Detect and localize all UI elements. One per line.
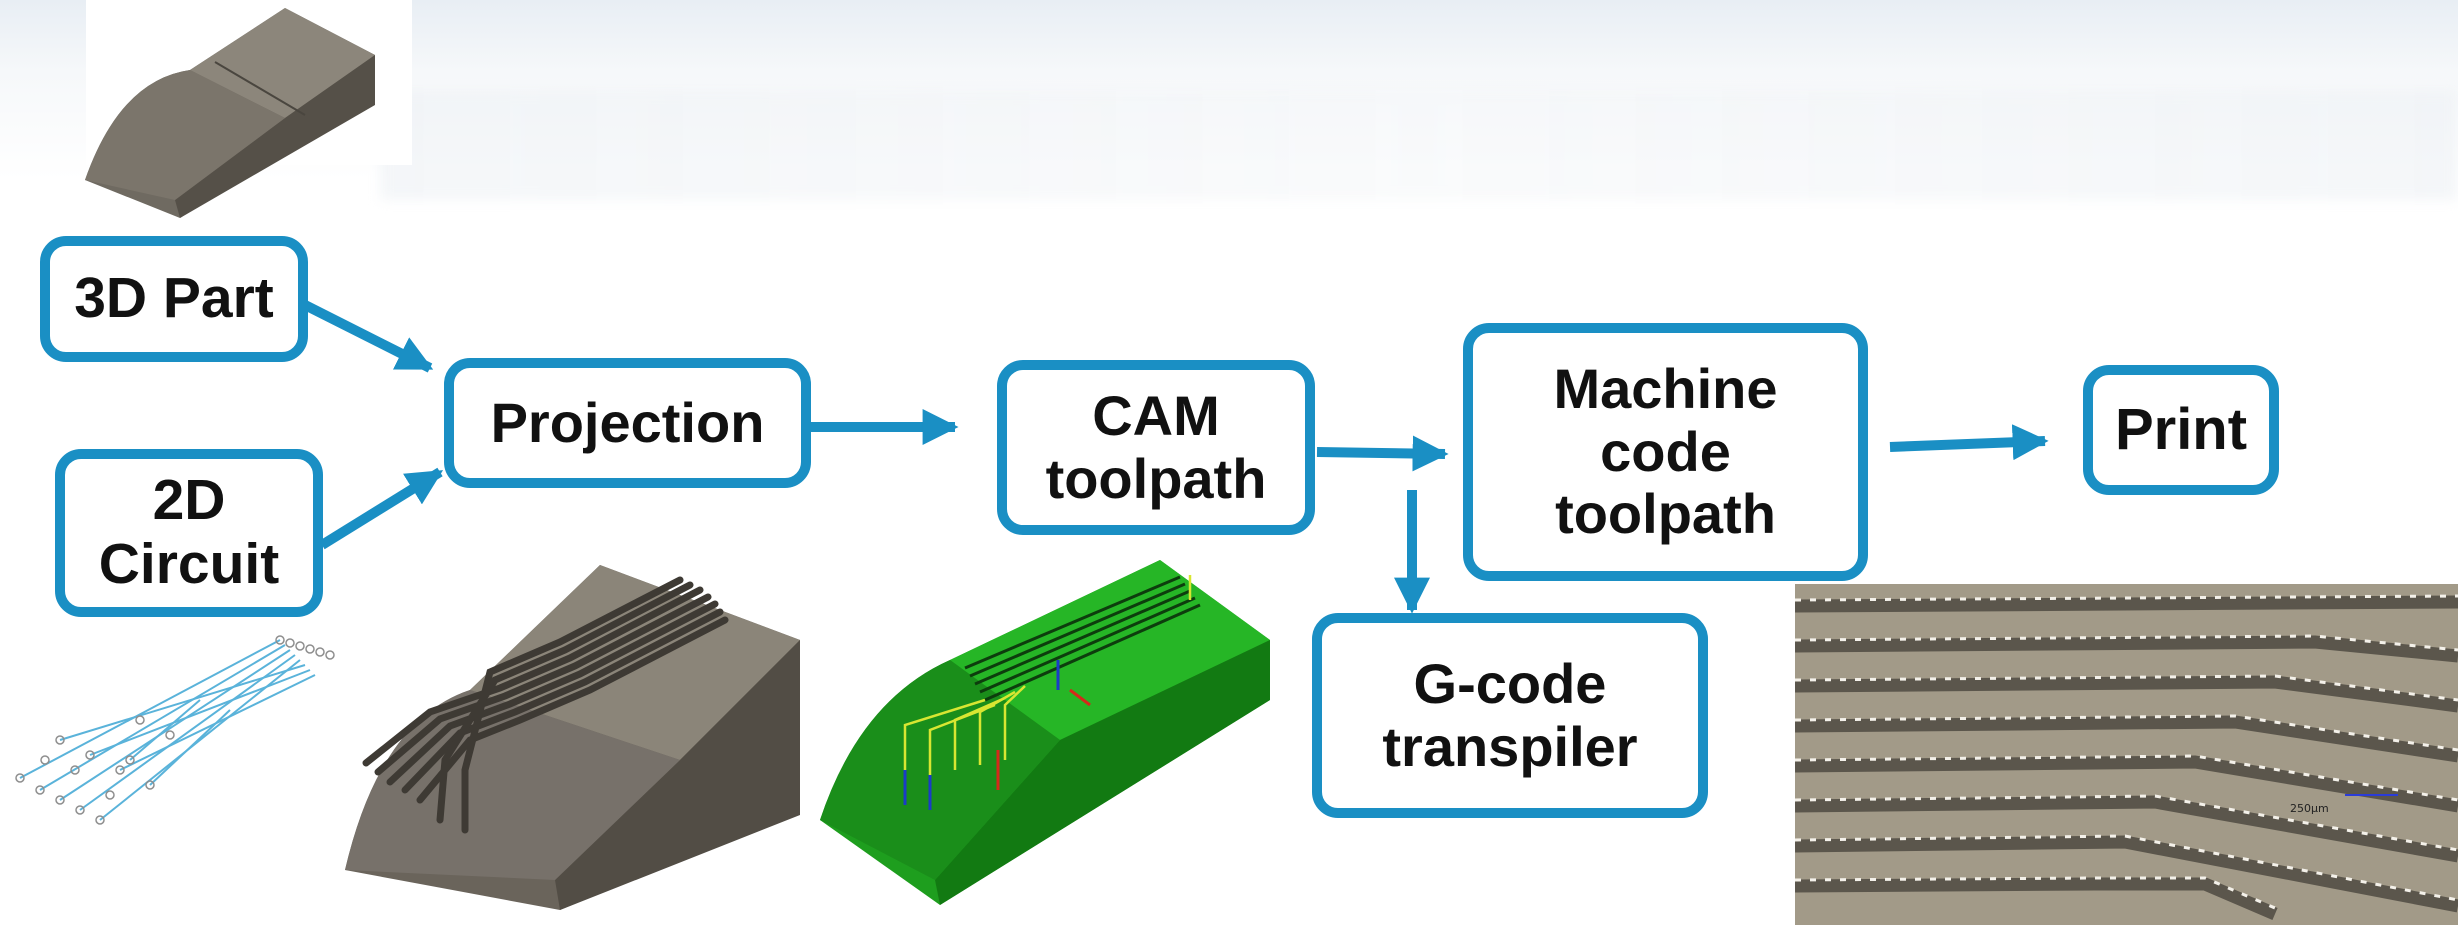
cam-axis-markers	[996, 688, 1091, 790]
part-top-face	[190, 8, 375, 118]
cam-toolpath-lines	[964, 575, 1201, 702]
cam-part-side	[935, 640, 1270, 905]
projected-part-curved	[345, 690, 680, 880]
micrograph-image	[1795, 584, 2458, 925]
cam-toolpath-illustration	[820, 560, 1270, 905]
cam-plunge-moves	[903, 660, 1060, 810]
node-projection: Projection	[444, 358, 811, 488]
arrow-part-to-projection	[302, 300, 434, 373]
printed-trace-micrograph: 250µm	[1795, 584, 2458, 925]
projected-part-illustration	[345, 565, 800, 910]
arrow-machine-to-print	[1889, 424, 2049, 461]
micrograph-scale-label: 250µm	[2290, 802, 2329, 815]
node-cam-toolpath: CAM toolpath	[997, 360, 1315, 535]
node-machine-code-toolpath: Machine code toolpath	[1463, 323, 1868, 581]
cam-part-curved	[820, 660, 1060, 880]
part-3d-illustration	[85, 0, 412, 218]
arrow-cam-to-machine	[1316, 435, 1449, 472]
part-curved-face	[85, 70, 285, 200]
micrograph-printed-lines	[1795, 595, 2458, 920]
part-side-face	[175, 55, 375, 218]
circuit-pads	[15, 635, 335, 825]
circuit-2d-illustration	[15, 635, 335, 825]
node-2d-circuit: 2D Circuit	[55, 449, 323, 617]
node-print: Print	[2083, 365, 2279, 495]
micrograph-highlights	[1795, 594, 2458, 910]
cam-retract-moves	[903, 575, 1192, 775]
cam-part-top	[950, 560, 1270, 740]
projected-part-side	[555, 640, 800, 910]
node-gcode-transpiler: G-code transpiler	[1312, 613, 1708, 818]
projected-circuit-traces	[362, 576, 729, 834]
part-seam-line	[214, 61, 306, 116]
node-3d-part: 3D Part	[40, 236, 308, 362]
arrow-circuit-to-projection	[319, 467, 444, 550]
background-blur-band	[380, 90, 2458, 200]
circuit-traces	[19, 639, 316, 821]
